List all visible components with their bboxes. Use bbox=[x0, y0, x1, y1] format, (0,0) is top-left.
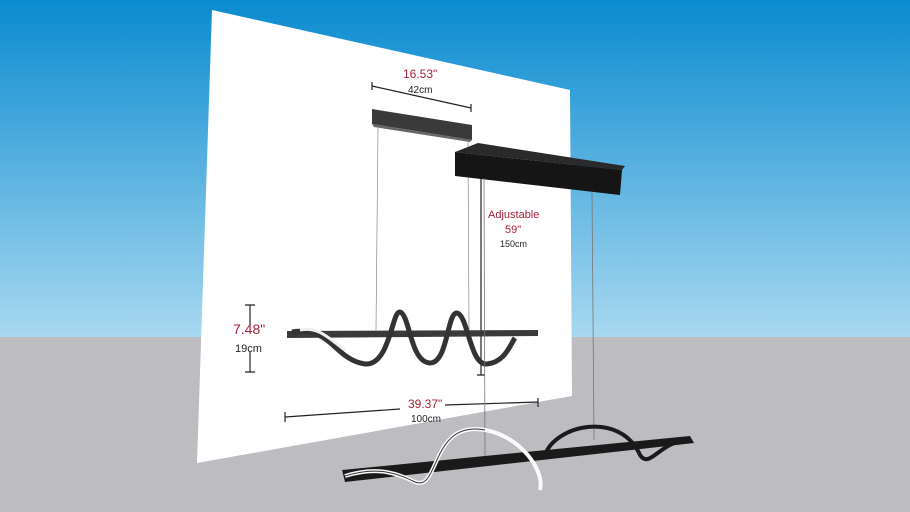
canopy-width-inches: 16.53" bbox=[403, 67, 437, 81]
height-cm: 19cm bbox=[235, 343, 262, 355]
product-image-panel bbox=[197, 10, 572, 463]
cable-length-inches: 59" bbox=[505, 224, 521, 236]
length-cm: 100cm bbox=[411, 414, 441, 425]
wave-fixture-3d bbox=[342, 424, 694, 491]
canopy-image bbox=[372, 109, 472, 331]
adjustable-label: Adjustable bbox=[488, 209, 539, 221]
wave-fixture-image bbox=[287, 309, 538, 367]
dimension-lines bbox=[245, 82, 539, 422]
length-inches: 39.37" bbox=[408, 397, 442, 411]
canopy-width-cm: 42cm bbox=[408, 85, 432, 96]
height-inches: 7.48" bbox=[233, 321, 265, 337]
canopy-3d bbox=[455, 143, 625, 461]
cable-length-cm: 150cm bbox=[500, 239, 527, 249]
